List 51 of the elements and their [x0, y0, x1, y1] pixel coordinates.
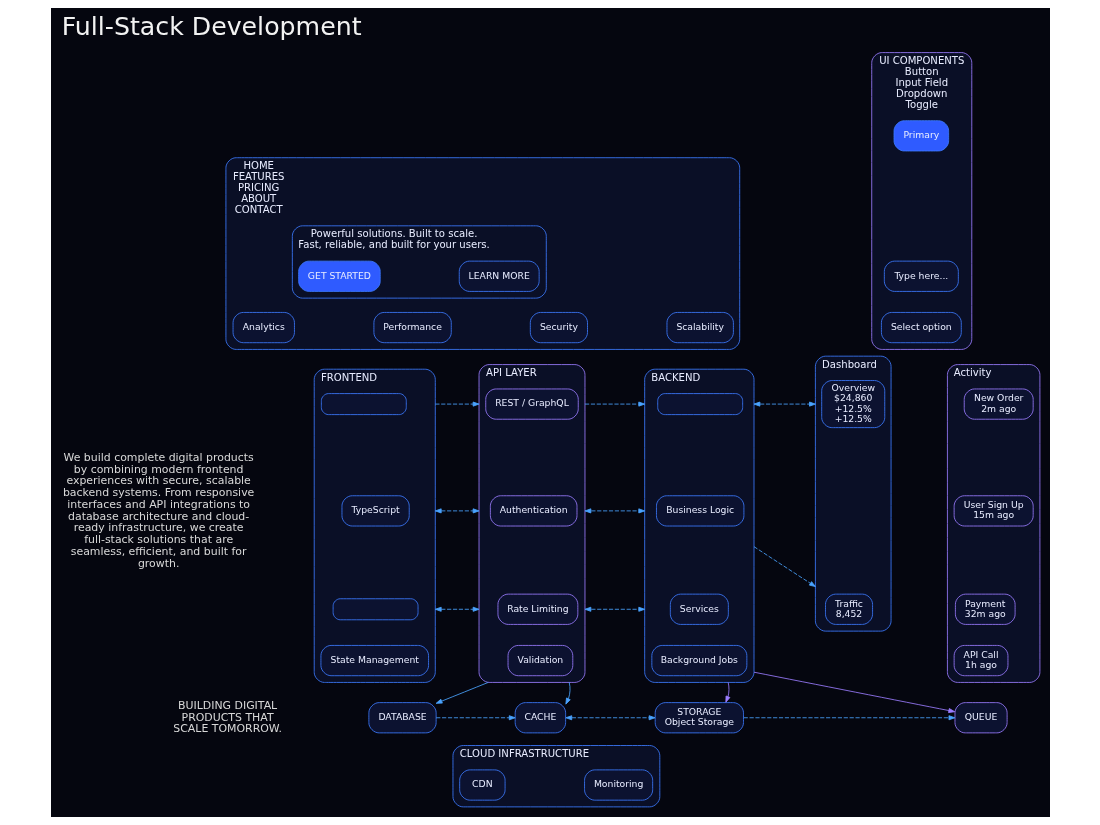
node-box: CDN [458, 769, 505, 801]
node-box: QUEUE [954, 702, 1008, 734]
arrow [434, 606, 479, 612]
arrow [742, 715, 955, 721]
node-box: Traffic 8,452 [824, 593, 873, 625]
arrow [564, 715, 655, 721]
node-box: CACHE [514, 702, 566, 734]
node-box: Payment 32m ago [954, 593, 1015, 625]
arrow [584, 401, 645, 407]
node-box: Background Jobs [650, 645, 747, 677]
arrow [564, 682, 571, 705]
node-box: STORAGE Object Storage [654, 702, 744, 734]
node-box: Monitoring [583, 769, 653, 801]
node-box: Type here... [883, 260, 959, 292]
arrow [753, 401, 816, 407]
node-box: User Sign Up 15m ago [953, 495, 1034, 527]
node-box: GET STARTED [297, 260, 381, 292]
arrow [434, 508, 479, 514]
arrow [435, 715, 516, 721]
node-box: Select option [880, 312, 962, 344]
node-box: Analytics [232, 312, 295, 344]
arrow [753, 671, 955, 713]
diagram-title: Full-Stack Development [61, 11, 362, 41]
node-box: Services [669, 593, 729, 625]
arrow [584, 606, 645, 612]
node-box: Rate Limiting [497, 593, 578, 625]
node-box: Business Logic [655, 495, 744, 527]
label: We build complete digital products by combining modern frontend experiences with secure, scalable backend systems. From responsive interfaces and API integrations to database architecture and cloud-ready infrastructure, we create full-stack solutions that are seamless, efficient, and built for growth. [62, 450, 254, 570]
node-box [332, 598, 418, 621]
node-box: Performance [373, 312, 452, 344]
node-box: LEARN MORE [458, 260, 540, 292]
arrow [434, 401, 479, 407]
arrow [724, 682, 730, 703]
node-box: Overview $24,860 +12.5% +12.5% [820, 380, 885, 429]
node-box: Scalability [666, 312, 734, 344]
node-box: Authentication [489, 495, 577, 527]
node-box: New Order 2m ago [963, 388, 1034, 420]
arrow [435, 682, 489, 704]
node-box [656, 393, 743, 416]
node-box: Validation [507, 645, 573, 677]
node-box: Security [529, 312, 588, 344]
label: BUILDING DIGITAL PRODUCTS THAT SCALE TOMORROW. [172, 698, 282, 736]
node-box: REST / GraphQL [484, 388, 579, 420]
node-box: Primary [893, 120, 949, 152]
arrow [584, 508, 645, 514]
node-box [320, 393, 407, 416]
node-box: DATABASE [367, 702, 437, 734]
arrow [753, 546, 816, 587]
node-box: API Call 1h ago [953, 645, 1008, 677]
node-box: State Management [320, 645, 429, 677]
node-box: TypeScript [341, 495, 410, 527]
